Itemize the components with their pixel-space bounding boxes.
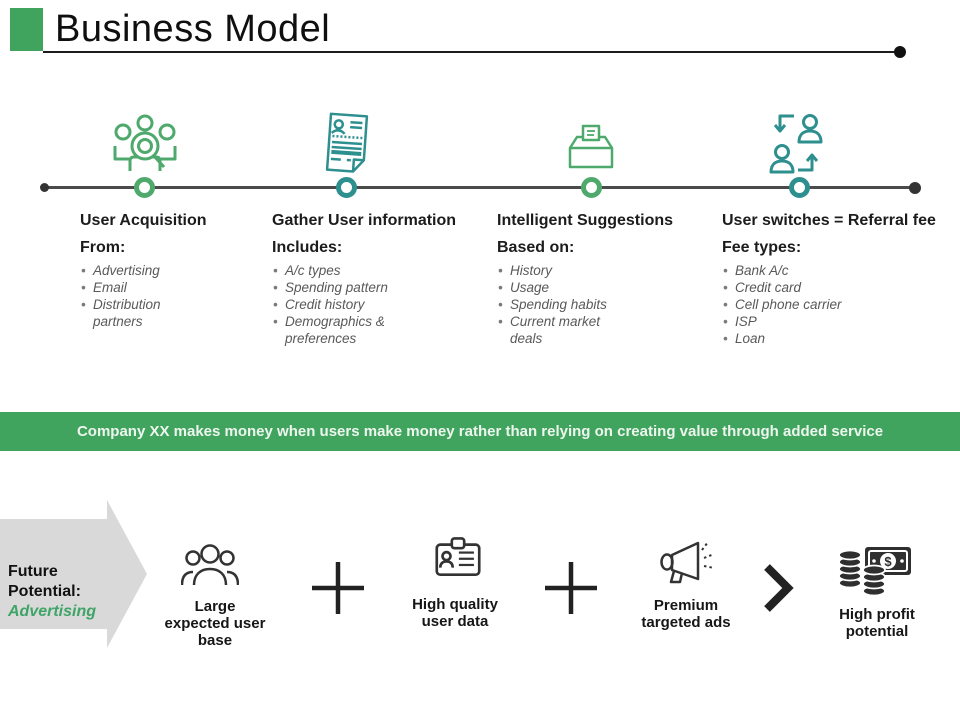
flow-item-label: Large expected user base xyxy=(164,598,266,649)
bullet-item: Email xyxy=(80,279,185,296)
bullet-item: History xyxy=(497,262,609,279)
bullet-item: Current market deals xyxy=(497,313,609,347)
user-acquisition-icon xyxy=(113,114,177,171)
ballot-box-icon xyxy=(568,124,614,169)
step-bullet-list: A/c types Spending pattern Credit histor… xyxy=(272,262,407,347)
timeline-step-4: User switches = Referral fee Fee types: … xyxy=(722,212,936,347)
step-heading: User switches = Referral fee xyxy=(722,212,936,229)
plus-icon xyxy=(312,562,364,614)
step-subheading: Based on: xyxy=(497,239,575,256)
bullet-item: Spending habits xyxy=(497,296,609,313)
bullet-item: ISP xyxy=(722,313,872,330)
bullet-item: Loan xyxy=(722,330,872,347)
step-heading: Intelligent Suggestions xyxy=(497,212,674,229)
bullet-item: Bank A/c xyxy=(722,262,872,279)
timeline-step-2: Gather User information Includes: A/c ty… xyxy=(272,212,456,347)
timeline-start-dot xyxy=(40,183,49,192)
timeline-step-1: User Acquisition From: Advertising Email… xyxy=(80,212,207,330)
megaphone-icon xyxy=(660,541,715,584)
money-icon: $ xyxy=(838,547,911,597)
future-potential-text: Future Potential: xyxy=(8,563,81,600)
future-potential-label: Future Potential: Advertising xyxy=(8,542,96,622)
step-bullet-list: Bank A/c Credit card Cell phone carrier … xyxy=(722,262,872,347)
flow-item-label: High quality user data xyxy=(412,596,498,630)
timeline-line xyxy=(45,186,915,189)
bullet-item: Demographics & preferences xyxy=(272,313,407,347)
bullet-item: Credit card xyxy=(722,279,872,296)
title-accent-square xyxy=(10,8,43,51)
user-document-icon xyxy=(325,112,369,173)
statement-banner: Company XX makes money when users make m… xyxy=(0,412,960,451)
chevron-right-icon xyxy=(764,564,794,612)
bullet-item: Cell phone carrier xyxy=(722,296,872,313)
timeline-marker-3 xyxy=(581,177,602,198)
bullet-item: Usage xyxy=(497,279,609,296)
timeline-end-dot xyxy=(909,182,921,194)
bullet-item: Advertising xyxy=(80,262,185,279)
step-subheading: Includes: xyxy=(272,239,343,256)
bullet-item: Distribution partners xyxy=(80,296,185,330)
future-potential-emphasis: Advertising xyxy=(8,603,97,620)
step-bullet-list: Advertising Email Distribution partners xyxy=(80,262,185,330)
statement-banner-text: Company XX makes money when users make m… xyxy=(76,423,884,440)
step-subheading: Fee types: xyxy=(722,239,802,256)
bullet-item: Credit history xyxy=(272,296,407,313)
page-title: Business Model xyxy=(55,8,331,50)
timeline-marker-2 xyxy=(336,177,357,198)
plus-icon xyxy=(545,562,597,614)
title-underline-dot xyxy=(894,46,906,58)
step-subheading: From: xyxy=(80,239,126,256)
future-potential-arrow xyxy=(0,500,147,648)
id-card-icon xyxy=(435,537,481,577)
timeline-marker-1 xyxy=(134,177,155,198)
bullet-item: A/c types xyxy=(272,262,407,279)
flow-item-label: High profit potential xyxy=(839,606,915,640)
user-group-icon xyxy=(181,544,239,586)
step-heading: Gather User information xyxy=(272,212,457,229)
step-bullet-list: History Usage Spending habits Current ma… xyxy=(497,262,609,347)
svg-text:$: $ xyxy=(884,554,892,569)
timeline-marker-4 xyxy=(789,177,810,198)
timeline-step-3: Intelligent Suggestions Based on: Histor… xyxy=(497,212,673,347)
bullet-item: Spending pattern xyxy=(272,279,407,296)
step-heading: User Acquisition xyxy=(80,212,207,229)
title-underline xyxy=(43,51,900,53)
user-switch-icon xyxy=(769,114,823,174)
flow-item-label: Premium targeted ads xyxy=(641,597,731,631)
